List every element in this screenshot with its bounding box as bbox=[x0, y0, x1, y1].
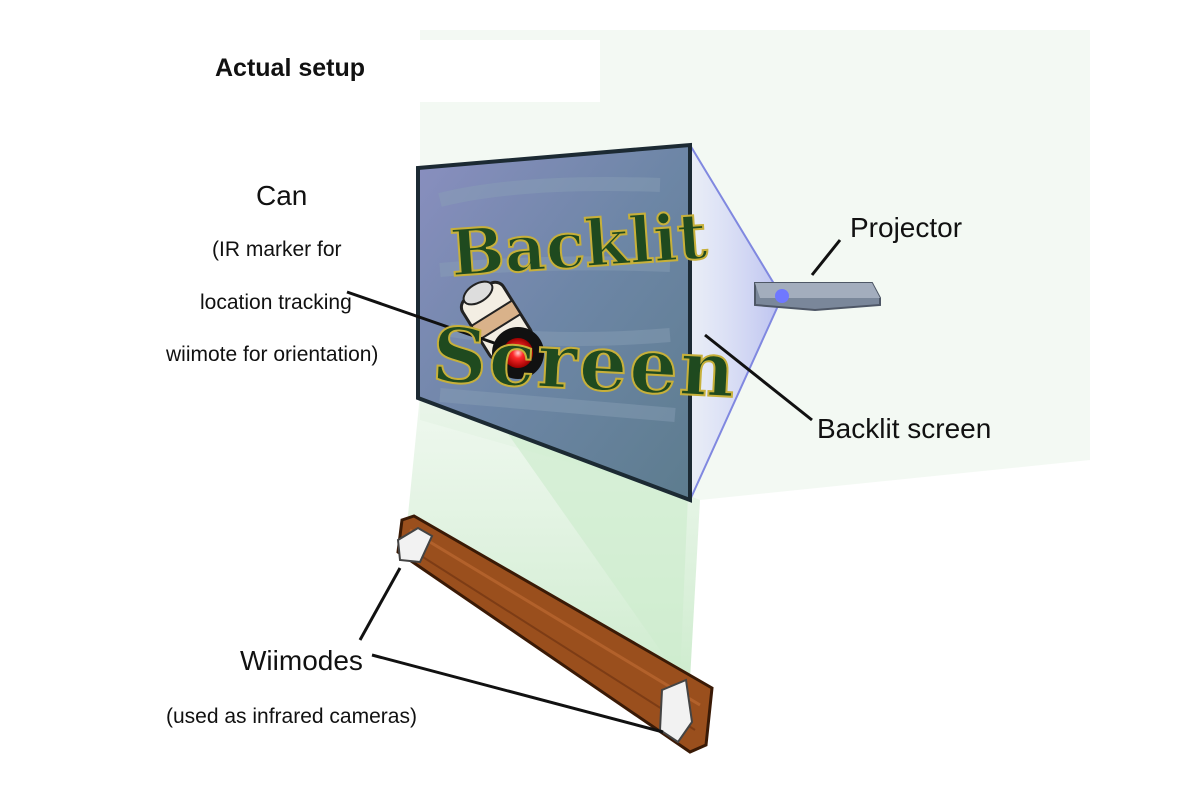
right-wiimote-icon bbox=[658, 678, 694, 744]
can-marker bbox=[459, 280, 544, 379]
wiimodes-label: Wiimodes bbox=[240, 645, 363, 676]
diagram-title: Actual setup bbox=[215, 54, 366, 82]
title-backdrop bbox=[195, 40, 600, 102]
projector-lens-icon bbox=[775, 289, 789, 303]
projector-beam bbox=[690, 145, 782, 500]
wiimote-board bbox=[396, 514, 714, 754]
backlit-screen-panel bbox=[416, 142, 692, 503]
backlit-screen-label: Backlit screen bbox=[817, 413, 992, 444]
wiimodes-desc: (used as infrared cameras) bbox=[166, 705, 417, 728]
left-wiimote-icon bbox=[396, 526, 434, 564]
screen-writing-line2: Screen bbox=[429, 309, 740, 416]
ir-dot-icon bbox=[503, 338, 533, 368]
beam-edge-top bbox=[689, 144, 783, 298]
leader-lines bbox=[346, 239, 842, 734]
left-camera-beam bbox=[404, 395, 700, 680]
can-desc-line2: location tracking bbox=[200, 291, 352, 314]
can-label: Can bbox=[256, 180, 308, 211]
can-desc-line3: wiimote for orientation) bbox=[166, 343, 379, 366]
can-desc-line1: (IR marker for bbox=[212, 238, 342, 261]
beam-edge-bottom bbox=[689, 296, 783, 501]
projector-label: Projector bbox=[850, 212, 963, 243]
projector-device bbox=[754, 282, 881, 312]
screen-brush-strokes bbox=[438, 177, 676, 422]
